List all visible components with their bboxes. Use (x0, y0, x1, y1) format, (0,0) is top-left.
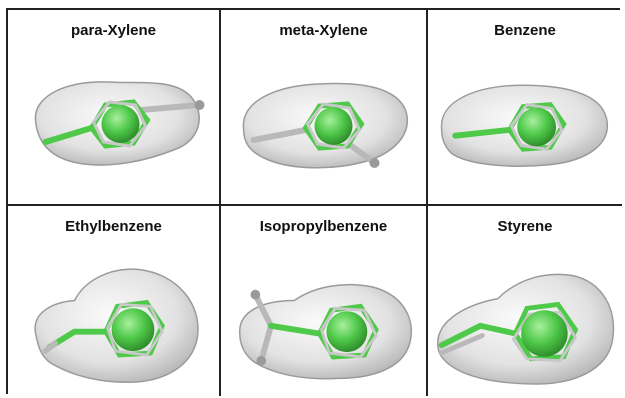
para-xylene-molecule-image (8, 50, 219, 200)
panel-styrene: Styrene (428, 206, 622, 396)
panel-title: para-Xylene (8, 22, 219, 39)
panel-title: Ethylbenzene (8, 218, 219, 235)
panel-benzene: Benzene (428, 10, 622, 206)
panel-ethylbenzene: Ethylbenzene (8, 206, 221, 396)
panel-isopropylbenzene: Isopropylbenzene (221, 206, 428, 396)
ring-center-ball (315, 107, 353, 145)
molecule-panel-grid: para-Xylene (6, 8, 620, 394)
panel-para-xylene: para-Xylene (8, 10, 221, 206)
ethylbenzene-molecule-image (8, 246, 219, 392)
ring-center-ball (521, 310, 568, 357)
panel-meta-xylene: meta-Xylene (221, 10, 428, 206)
panel-title: Isopropylbenzene (221, 218, 426, 235)
panel-title: Benzene (428, 22, 622, 39)
ring-center-ball (517, 108, 556, 147)
styrene-molecule-image (428, 246, 622, 392)
isopropylbenzene-molecule-image (221, 246, 426, 392)
ring-center-ball (326, 311, 367, 352)
ring-center-ball (112, 308, 155, 351)
ring-center-ball (102, 105, 140, 143)
panel-title: Styrene (428, 218, 622, 235)
benzene-molecule-image (428, 50, 622, 200)
panel-title: meta-Xylene (221, 22, 426, 39)
molecular-surface (240, 285, 412, 379)
meta-xylene-molecule-image (221, 50, 426, 200)
